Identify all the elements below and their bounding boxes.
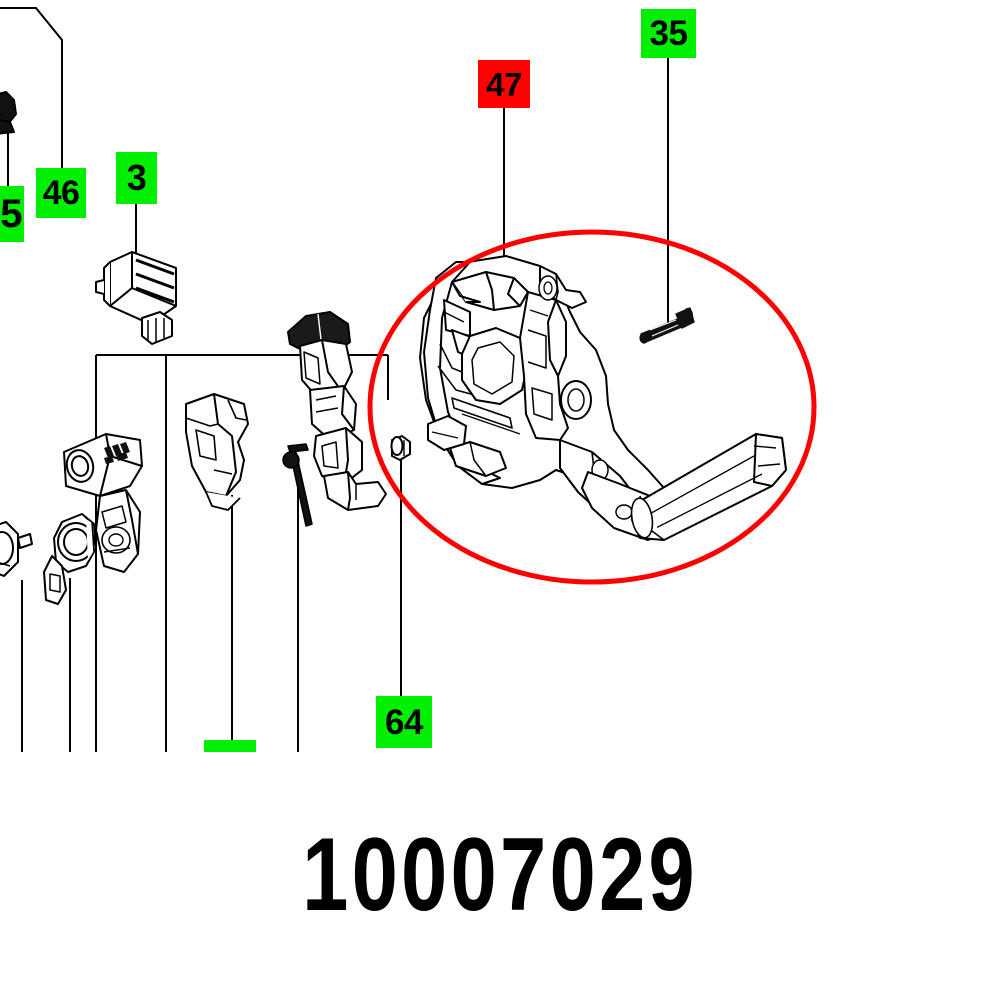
highlight-ellipse	[367, 229, 817, 585]
part-pin	[282, 443, 313, 527]
callout-35[interactable]: 35	[641, 9, 696, 58]
callout-47-label: 47	[486, 65, 522, 103]
callout-47[interactable]: 47	[478, 60, 530, 108]
diagram-linework	[0, 7, 817, 752]
exploded-diagram-canvas: 5 46 3 47 35 64	[0, 7, 817, 752]
part-selector-lever	[287, 311, 387, 511]
part-bushing-sleeve	[390, 435, 411, 461]
part-clipped-small	[0, 91, 17, 135]
lower-leader-network	[21, 354, 389, 752]
callout-partial-left-label: 5	[0, 192, 22, 236]
callout-clipped-bottom[interactable]	[204, 740, 256, 752]
leader-line-46	[0, 7, 63, 170]
callout-64-label: 64	[385, 702, 423, 742]
part-trigger-cover	[43, 513, 97, 605]
part-small-lever	[185, 393, 249, 511]
part-screw	[639, 307, 695, 344]
callout-46[interactable]: 46	[36, 168, 86, 218]
part-trigger-housing	[63, 433, 143, 573]
callout-3[interactable]: 3	[116, 152, 157, 204]
callout-3-label: 3	[126, 157, 147, 198]
part-end-cap	[0, 521, 33, 577]
part-motor-housing-handle	[419, 255, 787, 541]
part-number-value: 10007029	[302, 817, 698, 933]
part-switch-block	[95, 251, 177, 345]
callout-35-label: 35	[649, 14, 688, 53]
part-number-caption: 10007029	[100, 820, 900, 930]
callout-64[interactable]: 64	[376, 696, 432, 748]
callout-partial-left[interactable]: 5	[0, 186, 24, 242]
callout-46-label: 46	[42, 174, 80, 212]
